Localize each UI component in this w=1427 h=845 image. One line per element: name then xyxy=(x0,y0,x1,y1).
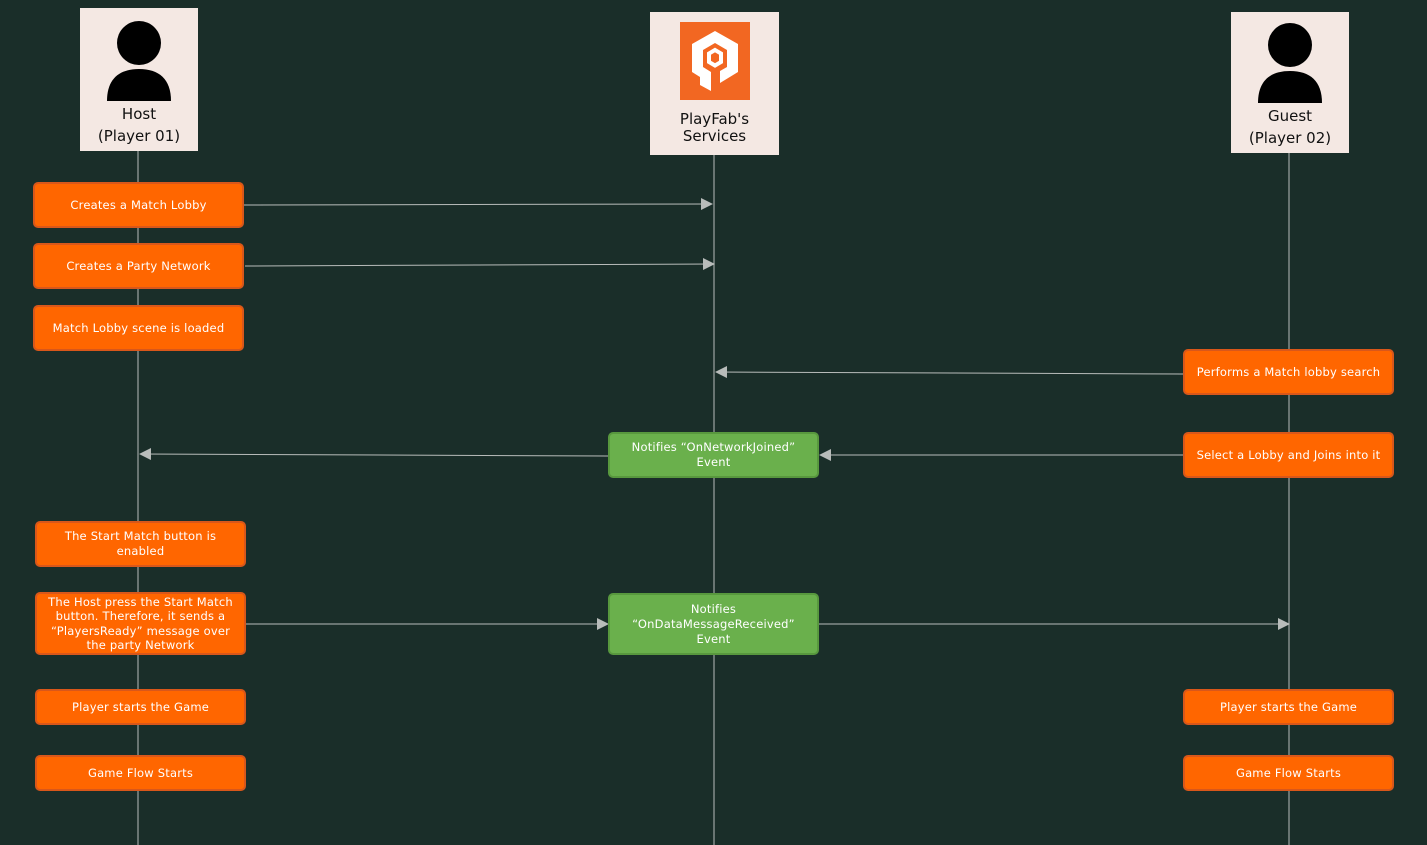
guest-label: Guest (Player 02) xyxy=(1248,107,1332,147)
host-label: Host (Player 01) xyxy=(97,105,181,145)
host-actor: Host (Player 01) xyxy=(80,8,198,151)
notify-joined-event: Notifies “OnNetworkJoined” Event xyxy=(608,432,819,478)
arrow-lobby-search xyxy=(715,366,1184,379)
playfab-label: PlayFab's Services xyxy=(679,110,750,145)
person-icon xyxy=(1258,23,1322,103)
host-flow-step: Game Flow Starts xyxy=(35,755,246,791)
start-enabled-step: The Start Match button is enabled xyxy=(35,521,246,567)
create-lobby-step: Creates a Match Lobby xyxy=(33,182,244,228)
select-lobby-step: Select a Lobby and Joins into it xyxy=(1183,432,1394,478)
notify-message-event: Notifies “OnDataMessageReceived” Event xyxy=(608,593,819,655)
arrow-notify-joined xyxy=(139,448,609,461)
guest-flow-step: Game Flow Starts xyxy=(1183,755,1394,791)
person-icon xyxy=(107,21,171,101)
guest-actor: Guest (Player 02) xyxy=(1231,12,1349,153)
create-network-step: Creates a Party Network xyxy=(33,243,244,289)
lobby-loaded-step: Match Lobby scene is loaded xyxy=(33,305,244,351)
host-press-step: The Host press the Start Match button. T… xyxy=(35,592,246,655)
playfab-logo xyxy=(679,22,750,100)
arrow-create-lobby xyxy=(242,198,713,211)
lobby-search-step: Performs a Match lobby search xyxy=(1183,349,1394,395)
playfab-actor: PlayFab's Services xyxy=(650,12,779,155)
guest-starts-game-step: Player starts the Game xyxy=(1183,689,1394,725)
host-starts-game-step: Player starts the Game xyxy=(35,689,246,725)
arrow-create-network xyxy=(244,258,715,271)
